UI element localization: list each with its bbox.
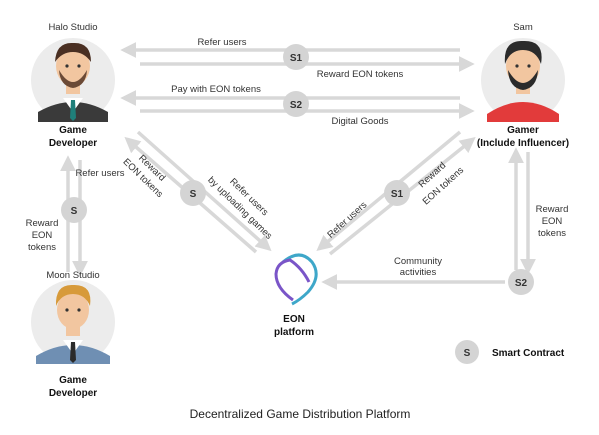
label-top-pay: Pay with EON tokens [171, 84, 261, 95]
badge-s-diag: S [180, 180, 206, 206]
sam-role-line1: Gamer [507, 125, 539, 136]
halo-studio-avatar [31, 38, 115, 122]
halo-role-line2: Developer [49, 138, 97, 149]
svg-text:S1: S1 [290, 53, 303, 64]
moon-studio-name: Moon Studio [46, 270, 99, 281]
svg-text:S: S [190, 189, 197, 200]
label-right-reward-1: Reward [536, 204, 569, 215]
svg-text:S1: S1 [391, 189, 404, 200]
svg-text:S2: S2 [290, 100, 303, 111]
moon-role-line2: Developer [49, 388, 97, 399]
moon-studio-avatar [31, 280, 115, 364]
sam-name: Sam [513, 22, 533, 33]
svg-text:S2: S2 [515, 278, 528, 289]
sam-avatar [481, 38, 565, 122]
halo-role-line1: Game [59, 125, 87, 136]
label-left-reward-3: tokens [28, 242, 56, 253]
badge-s2-right: S2 [508, 269, 534, 295]
moon-role-line1: Game [59, 375, 87, 386]
sam-role-line2: (Include Influencer) [477, 138, 569, 149]
label-left-refer-1: Refer users [75, 168, 124, 179]
label-top-refer: Refer users [197, 37, 246, 48]
eon-label-line2: platform [274, 327, 314, 338]
svg-text:S: S [71, 206, 78, 217]
label-right-reward-2: EON [542, 216, 563, 227]
label-top-goods: Digital Goods [331, 116, 388, 127]
legend-label: Smart Contract [492, 348, 565, 359]
label-left-reward-1: Reward [26, 218, 59, 229]
eon-label-line1: EON [283, 314, 305, 325]
label-community-1: Community [394, 256, 442, 267]
eon-logo-icon [274, 253, 318, 306]
badge-s1-top: S1 [283, 44, 309, 70]
label-diag-right-refer: Refer users [325, 199, 369, 240]
label-top-reward: Reward EON tokens [317, 69, 404, 80]
legend-badge [455, 340, 479, 364]
halo-studio-name: Halo Studio [48, 22, 97, 33]
svg-text:S: S [464, 348, 471, 359]
badge-s-left: S [61, 197, 87, 223]
label-community-2: activities [400, 267, 437, 278]
label-left-reward-2: EON [32, 230, 53, 241]
diagram-caption: Decentralized Game Distribution Platform [190, 407, 411, 421]
badge-s2-top: S2 [283, 91, 309, 117]
badge-s1-diag: S1 [384, 180, 410, 206]
label-right-reward-3: tokens [538, 228, 566, 239]
legend: S Smart Contract [455, 340, 565, 364]
